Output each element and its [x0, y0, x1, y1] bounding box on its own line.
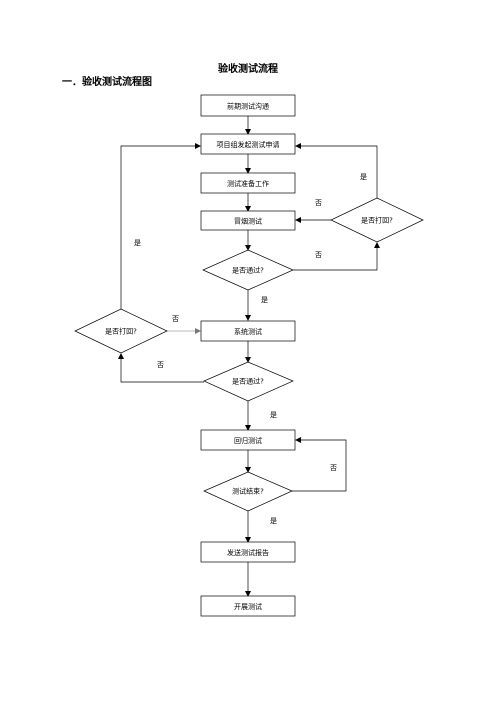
arrow-finish-no [292, 437, 347, 492]
step-report: 发送测试报告 [200, 541, 296, 563]
svg-text:项目组发起测试申请: 项目组发起测试申请 [217, 140, 280, 149]
decision-finish: 测试结束? [203, 471, 293, 512]
document-title: 验收测试流程 [218, 64, 278, 75]
label-pass1-no: 否 [315, 251, 322, 259]
svg-text:是否通过?: 是否通过? [232, 266, 264, 275]
step-regression: 回归测试 [200, 429, 296, 451]
svg-text:系统测试: 系统测试 [234, 327, 262, 336]
decision-reject-right: 是否打回? [330, 197, 424, 243]
svg-text:开展测试: 开展测试 [234, 602, 262, 611]
arrow-pass1-no [293, 242, 380, 271]
svg-text:是否打回?: 是否打回? [361, 216, 393, 225]
svg-text:回归测试: 回归测试 [234, 436, 262, 445]
svg-text:是否打回?: 是否打回? [105, 327, 137, 336]
label-reject-left-yes: 是 [134, 239, 141, 247]
svg-text:前期测试沟通: 前期测试沟通 [227, 102, 269, 111]
label-reject-right-no: 否 [315, 199, 322, 207]
arrow-pass2-no [118, 353, 204, 383]
step-system: 系统测试 [200, 320, 296, 342]
svg-text:发送测试报告: 发送测试报告 [227, 548, 269, 557]
step-apply: 项目组发起测试申请 [200, 133, 296, 155]
step-preliminary: 冒烟测试 [200, 210, 296, 231]
arrow-reject-left-yes [120, 143, 201, 309]
label-pass2-no: 否 [157, 361, 164, 369]
label-finish-yes: 是 [270, 517, 277, 525]
label-pass2-yes: 是 [270, 411, 277, 419]
step-pre-comm: 前期测试沟通 [200, 94, 296, 117]
edge-labels: 是 否 否 是 是 否 否 是 否 是 [134, 173, 367, 525]
label-reject-left-no: 否 [172, 315, 179, 323]
arrow-reject-right-yes [295, 143, 378, 198]
svg-text:冒烟测试: 冒烟测试 [234, 217, 262, 226]
decision-reject-left: 是否打回? [74, 308, 168, 354]
decision-pass2: 是否通过? [203, 361, 294, 402]
decision-pass1: 是否通过? [202, 249, 294, 291]
svg-text:是否通过?: 是否通过? [232, 377, 264, 386]
step-prepare: 测试准备工作 [200, 172, 296, 194]
svg-text:测试结束?: 测试结束? [232, 487, 264, 496]
section-heading: 一．验收测试流程图 [62, 77, 152, 88]
label-finish-no: 否 [330, 464, 337, 472]
label-pass1-yes: 是 [261, 296, 268, 304]
svg-text:测试准备工作: 测试准备工作 [227, 179, 269, 188]
connectors [118, 116, 380, 597]
label-reject-right-yes: 是 [360, 173, 367, 181]
step-launch: 开展测试 [200, 595, 296, 617]
